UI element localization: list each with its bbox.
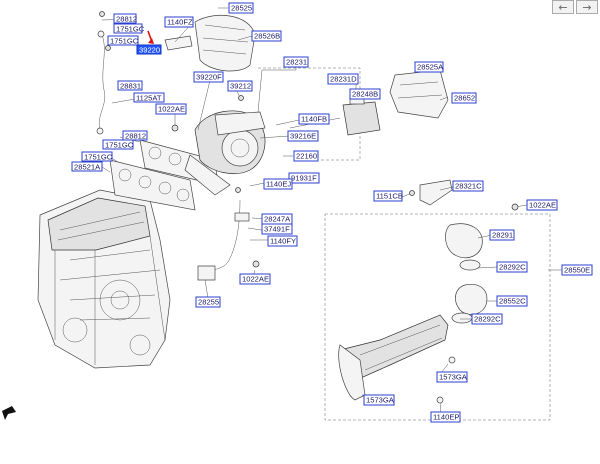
svg-text:1573GA: 1573GA — [439, 373, 468, 382]
svg-text:1022AE: 1022AE — [242, 275, 269, 284]
part-label-1751GC-a[interactable]: 1751GC — [113, 23, 145, 34]
svg-text:28292C: 28292C — [474, 315, 501, 324]
svg-text:1140EJ: 1140EJ — [266, 180, 291, 189]
svg-text:28812: 28812 — [125, 132, 146, 141]
part-label-91931F[interactable]: 91931F — [288, 172, 320, 184]
svg-text:1751GC: 1751GC — [110, 37, 139, 46]
svg-text:39212: 39212 — [230, 82, 251, 91]
svg-text:39220F: 39220F — [196, 73, 222, 82]
part-label-1573GA-b[interactable]: 1573GA — [363, 394, 395, 406]
part-label-28550E[interactable]: 28550E — [561, 264, 593, 276]
part-label-1125AT[interactable]: 1125AT — [133, 92, 165, 103]
prev-arrow-button[interactable]: ← — [552, 0, 574, 14]
svg-text:28291: 28291 — [492, 231, 513, 240]
svg-text:28526B: 28526B — [254, 32, 280, 41]
part-label-1140EJ[interactable]: 1140EJ — [263, 178, 293, 190]
svg-text:28812: 28812 — [116, 15, 137, 24]
part-label-28291[interactable]: 28291 — [489, 229, 515, 241]
part-label-1573GA-a[interactable]: 1573GA — [436, 371, 468, 383]
svg-text:28525A: 28525A — [417, 63, 444, 72]
part-label-1140EP[interactable]: 1140EP — [430, 411, 461, 423]
svg-text:28231: 28231 — [286, 58, 307, 67]
svg-text:1573GA: 1573GA — [366, 396, 395, 405]
part-label-39216E[interactable]: 39216E — [287, 130, 319, 142]
svg-text:28552C: 28552C — [499, 297, 526, 306]
svg-text:28831: 28831 — [120, 82, 141, 91]
svg-text:1140FB: 1140FB — [301, 115, 327, 124]
svg-text:1151CB: 1151CB — [376, 192, 403, 201]
part-label-28552C[interactable]: 28552C — [496, 295, 528, 307]
svg-text:1140FZ: 1140FZ — [167, 18, 193, 27]
part-label-1751GC-c[interactable]: 1751GC — [102, 139, 134, 150]
part-label-28255[interactable]: 28255 — [195, 296, 221, 308]
part-label-28231D[interactable]: 28231D — [327, 73, 359, 85]
svg-text:1022AE: 1022AE — [158, 105, 185, 114]
svg-text:1140FY: 1140FY — [270, 237, 296, 246]
part-label-28525A[interactable]: 28525A — [414, 61, 444, 73]
svg-text:28550E: 28550E — [564, 266, 590, 275]
svg-text:1751GC: 1751GC — [105, 141, 134, 150]
svg-text:1125AT: 1125AT — [136, 94, 162, 103]
svg-text:28652: 28652 — [454, 94, 475, 103]
svg-text:28525: 28525 — [231, 4, 252, 13]
part-label-28526B[interactable]: 28526B — [251, 30, 282, 42]
part-label-22160[interactable]: 22160 — [293, 150, 319, 162]
part-label-1140FZ[interactable]: 1140FZ — [164, 16, 194, 28]
svg-text:1140EP: 1140EP — [433, 413, 459, 422]
part-label-1151CB[interactable]: 1151CB — [373, 190, 403, 202]
part-label-28525[interactable]: 28525 — [228, 2, 254, 14]
part-label-28292C-a[interactable]: 28292C — [496, 261, 528, 273]
part-label-28831[interactable]: 28831 — [117, 80, 143, 91]
svg-text:1022AE: 1022AE — [529, 201, 556, 210]
svg-text:28321C: 28321C — [455, 182, 482, 191]
svg-text:28255: 28255 — [198, 298, 219, 307]
part-label-28321C[interactable]: 28321C — [452, 180, 484, 192]
part-label-1140FY[interactable]: 1140FY — [267, 235, 298, 247]
part-label-28248B[interactable]: 28248B — [349, 88, 381, 100]
svg-text:37491F: 37491F — [264, 225, 290, 234]
part-label-28292C-b[interactable]: 28292C — [471, 313, 503, 325]
part-label-1751GC-d[interactable]: 1751GC — [81, 151, 113, 162]
part-label-1140FB[interactable]: 1140FB — [298, 113, 330, 125]
svg-text:28248B: 28248B — [352, 90, 378, 99]
part-label-28812-top[interactable]: 28812 — [113, 13, 137, 24]
part-label-1022AE-a[interactable]: 1022AE — [155, 103, 187, 115]
part-label-28521A[interactable]: 28521A — [71, 161, 103, 172]
part-label-37491F[interactable]: 37491F — [261, 223, 293, 235]
svg-text:91931F: 91931F — [291, 174, 317, 183]
part-label-1022AE-b[interactable]: 1022AE — [526, 199, 558, 211]
part-label-28247A[interactable]: 28247A — [261, 213, 293, 225]
next-arrow-button[interactable]: → — [576, 0, 598, 14]
part-label-39212[interactable]: 39212 — [227, 80, 253, 92]
svg-text:1751GC: 1751GC — [116, 25, 145, 34]
svg-text:22160: 22160 — [296, 152, 317, 161]
part-label-39220F[interactable]: 39220F — [193, 71, 224, 83]
part-label-28652[interactable]: 28652 — [451, 92, 477, 104]
part-label-1022AE-c[interactable]: 1022AE — [239, 273, 271, 285]
svg-text:28292C: 28292C — [499, 263, 526, 272]
part-label-28812-mid[interactable]: 28812 — [122, 130, 148, 141]
svg-text:28247A: 28247A — [264, 215, 291, 224]
svg-text:39216E: 39216E — [290, 132, 316, 141]
svg-text:28521A: 28521A — [74, 163, 101, 172]
diagram-artwork — [2, 7, 562, 421]
part-label-1751GC-b[interactable]: 1751GC — [107, 35, 139, 46]
svg-text:39220: 39220 — [139, 46, 160, 55]
part-label-39220-selected[interactable]: 39220 — [136, 44, 162, 55]
part-label-28231[interactable]: 28231 — [283, 56, 309, 68]
svg-text:28231D: 28231D — [330, 75, 357, 84]
svg-text:1751GC: 1751GC — [84, 153, 113, 162]
